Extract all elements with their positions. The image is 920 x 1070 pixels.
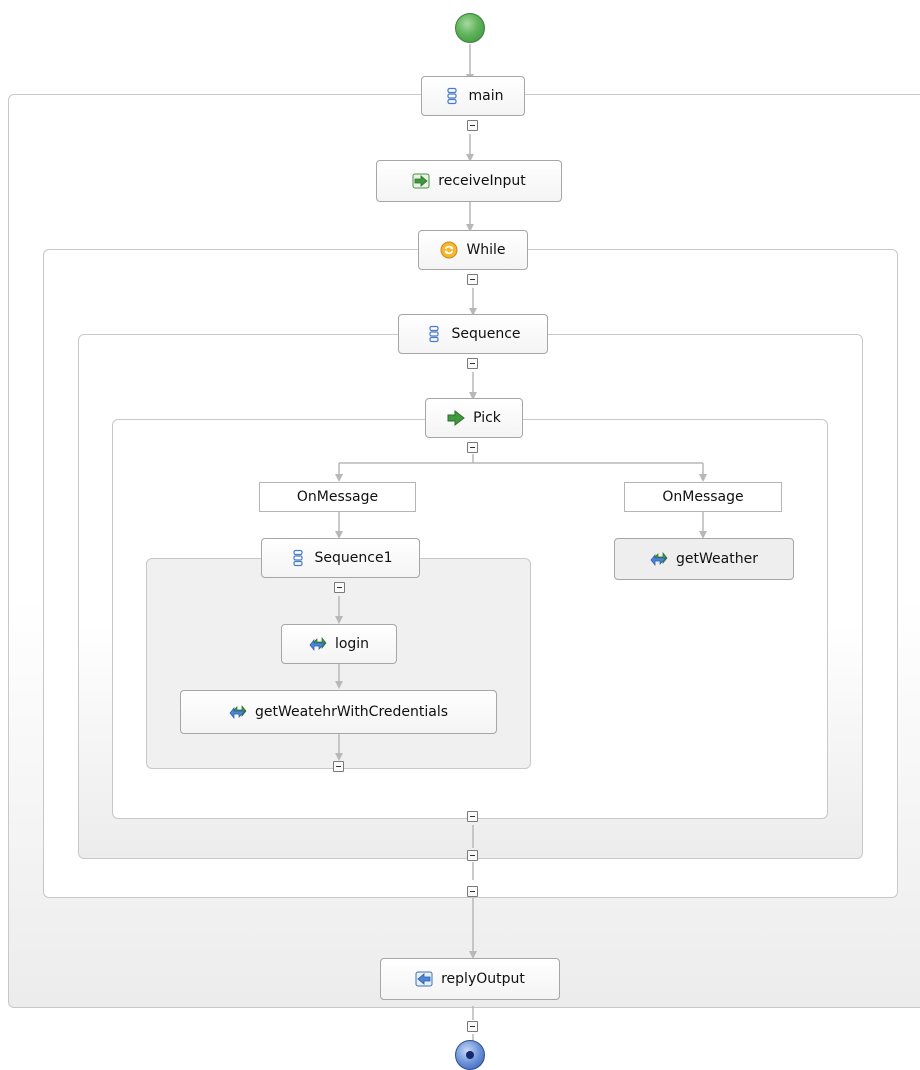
collapse-toggle-sequence1[interactable] [334,582,345,593]
collapse-toggle-main-bottom[interactable] [467,1021,478,1032]
on-message-left-branch[interactable]: OnMessage [259,482,416,512]
pick-label: Pick [473,410,501,426]
reply-icon [415,970,433,988]
while-label: While [466,242,506,258]
collapse-toggle-main[interactable] [467,120,478,131]
on-message-right-label: OnMessage [662,489,744,505]
get-weather-label: getWeather [676,551,758,567]
main-label: main [468,88,504,104]
get-weather-with-credentials-node[interactable]: getWeatehrWithCredentials [180,690,497,734]
invoke-icon [229,703,247,721]
on-message-right-branch[interactable]: OnMessage [624,482,782,512]
pick-arrow-icon [447,409,465,427]
sequence-node[interactable]: Sequence [398,314,548,354]
while-node[interactable]: While [418,230,528,270]
main-node[interactable]: main [421,76,525,116]
reply-output-label: replyOutput [441,971,525,987]
collapse-toggle-while[interactable] [467,274,478,285]
invoke-icon [650,550,668,568]
sequence1-label: Sequence1 [314,550,393,566]
sequence-label: Sequence [451,326,521,342]
collapse-toggle-pick-bottom[interactable] [467,811,478,822]
reply-output-node[interactable]: replyOutput [380,958,560,1000]
end-node[interactable] [455,1040,485,1070]
receive-input-label: receiveInput [438,173,526,189]
sequence-icon [425,325,443,343]
pick-node[interactable]: Pick [425,398,523,438]
receive-input-node[interactable]: receiveInput [376,160,562,202]
collapse-toggle-sequence1-bottom[interactable] [333,761,344,772]
login-node[interactable]: login [281,624,397,664]
receive-arrow-icon [412,172,430,190]
collapse-toggle-while-bottom[interactable] [467,886,478,897]
collapse-toggle-pick[interactable] [467,442,478,453]
collapse-toggle-sequence[interactable] [467,358,478,369]
login-label: login [334,636,370,652]
invoke-icon [309,635,327,653]
sequence1-node[interactable]: Sequence1 [261,538,420,578]
get-weather-node[interactable]: getWeather [614,538,794,580]
loop-icon [440,241,458,259]
start-node[interactable] [455,13,485,43]
sequence-icon [443,87,461,105]
collapse-toggle-sequence-bottom[interactable] [467,850,478,861]
get-weather-with-credentials-label: getWeatehrWithCredentials [254,704,449,720]
sequence-icon [289,549,307,567]
on-message-left-label: OnMessage [296,489,379,505]
